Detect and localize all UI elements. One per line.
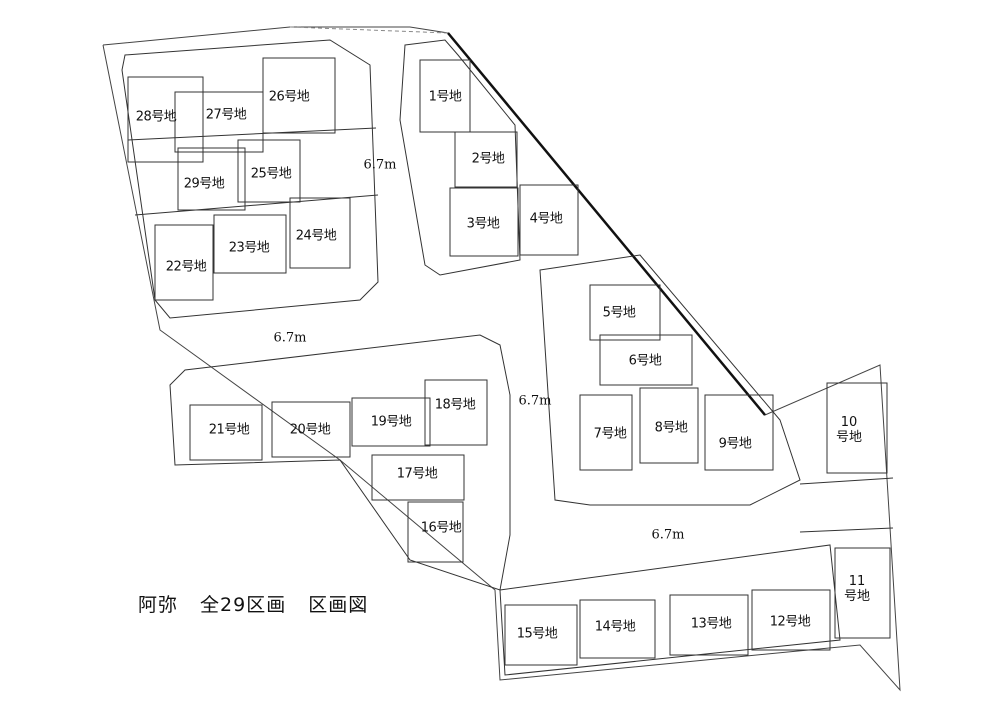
lot-label: 18号地 [434,397,476,413]
lot-suffix: 号地 [843,589,871,604]
lot-label: 8号地 [654,420,688,436]
lot-label: 23号地 [228,240,270,256]
area-name: 阿弥 [138,594,179,616]
road-width-label: 6.7m [363,157,397,173]
map-type: 区画図 [308,594,369,616]
lot-label: 12号地 [769,614,811,630]
lot-label: 28号地 [135,109,177,125]
lot-label: 1号地 [428,89,462,105]
road-width-label: 6.7m [273,330,307,346]
road-width-label: 6.7m [651,527,685,543]
lot-label: 15号地 [516,626,558,642]
lot-label: 17号地 [396,466,438,482]
lot-label: 13号地 [690,616,732,632]
lot-label: 21号地 [208,422,250,438]
lot-label: 26号地 [268,89,310,105]
lot-number: 11 [848,574,866,589]
lot-label: 25号地 [250,166,292,182]
lot-number: 10 [840,415,858,430]
lot-count: 全29区画 [200,594,287,616]
lot-label: 6号地 [628,353,662,369]
lot-label: 22号地 [165,259,207,275]
lot-label: 29号地 [183,176,225,192]
lot-label: 27号地 [205,107,247,123]
lot-label: 19号地 [370,414,412,430]
lot-label: 4号地 [529,211,563,227]
lot-label: 14号地 [594,619,636,635]
lot-label: 20号地 [289,422,331,438]
lot-label: 2号地 [471,151,505,167]
lot-label: 7号地 [593,426,627,442]
lot-label: 16号地 [420,520,462,536]
lot-label: 24号地 [295,228,337,244]
lot-label: 5号地 [602,305,636,321]
lot-label: 9号地 [718,436,752,452]
lot-label: 3号地 [466,216,500,232]
map-title: 阿弥全29区画区画図 [138,590,390,617]
lot-suffix: 号地 [835,430,863,445]
road-width-label: 6.7m [518,393,552,409]
